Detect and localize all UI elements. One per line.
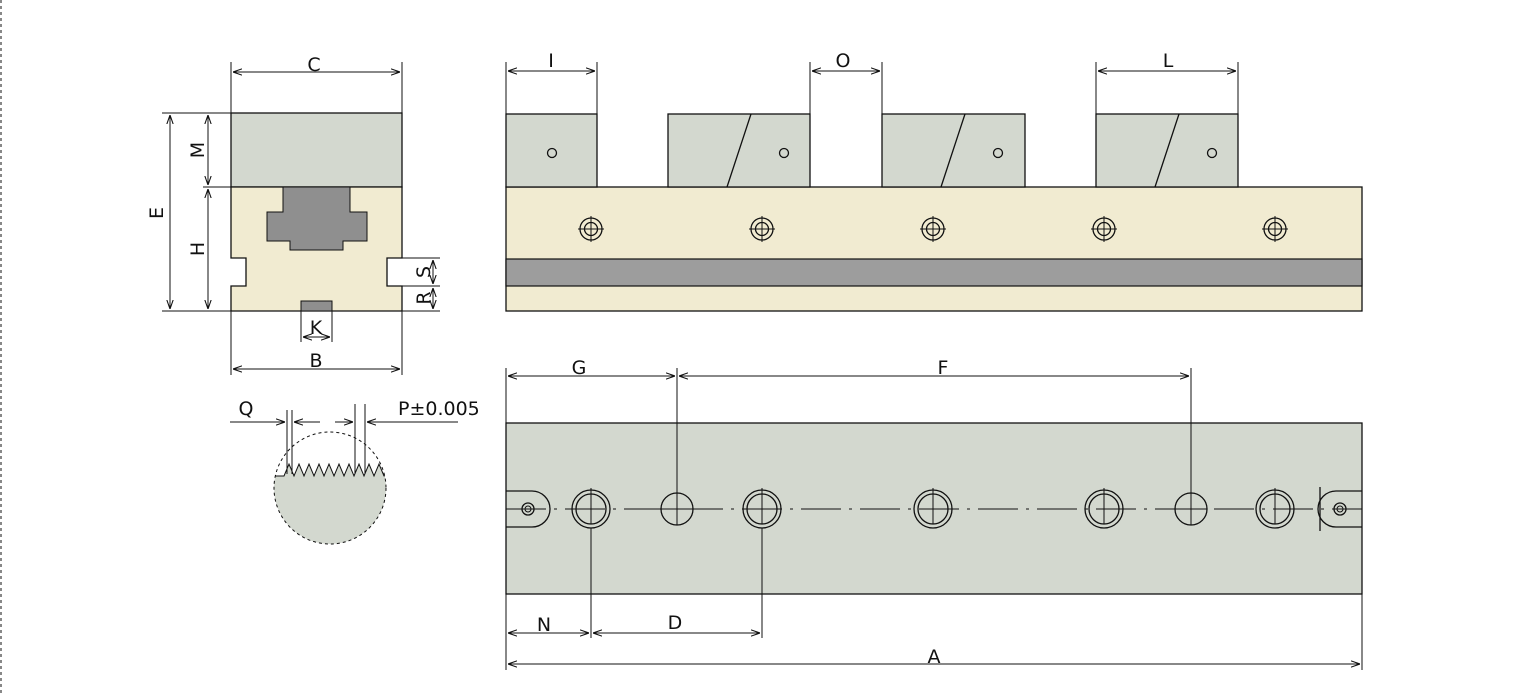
end-view-jaw — [230, 112, 403, 188]
side-screw-2 — [749, 216, 775, 242]
slot-right-screw — [1333, 502, 1347, 516]
label-l: L — [1163, 50, 1174, 72]
label-m: M — [187, 142, 209, 158]
label-a: A — [928, 646, 941, 668]
label-d: D — [668, 612, 683, 634]
label-g: G — [572, 357, 587, 379]
side-view-rail — [505, 258, 1363, 287]
slot-left-screw — [521, 502, 535, 516]
movable-jaw-1-pin — [778, 147, 790, 159]
label-s: S — [413, 266, 435, 278]
label-i: I — [548, 50, 554, 72]
label-h: H — [187, 242, 209, 256]
label-c: C — [307, 54, 320, 76]
label-b: B — [309, 350, 322, 372]
movable-jaw-2-pin — [992, 147, 1004, 159]
label-n: N — [537, 614, 551, 636]
slot-right — [1317, 490, 1362, 528]
side-screw-1 — [578, 216, 604, 242]
label-p: P±0.005 — [398, 398, 480, 420]
side-view: I O L — [505, 50, 1363, 312]
label-o: O — [836, 50, 851, 72]
side-screw-5 — [1262, 216, 1288, 242]
side-screw-3 — [920, 216, 946, 242]
serration-detail: Q P±0.005 — [230, 398, 480, 545]
detail-circle — [273, 431, 387, 545]
label-r: R — [413, 291, 435, 304]
end-view-key — [300, 300, 333, 312]
end-view: C E M H S R K B — [146, 54, 440, 375]
fixed-jaw — [505, 113, 598, 188]
side-view-body — [505, 186, 1363, 312]
fixed-jaw-pin — [546, 147, 558, 159]
end-view-t-slot — [266, 186, 368, 251]
movable-jaw-2 — [881, 113, 1026, 188]
label-k: K — [310, 317, 323, 339]
detail-jaw-section — [274, 462, 386, 544]
top-view: G F N D A — [505, 357, 1363, 670]
movable-jaw-3-pin — [1206, 147, 1218, 159]
label-q: Q — [239, 398, 254, 420]
slot-left — [506, 490, 551, 528]
side-screw-4 — [1091, 216, 1117, 242]
label-e: E — [146, 207, 168, 219]
counterbore-hole-5 — [1255, 488, 1295, 529]
counterbore-hole-3 — [913, 488, 953, 529]
label-f: F — [938, 357, 949, 379]
counterbore-hole-4 — [1084, 488, 1124, 529]
